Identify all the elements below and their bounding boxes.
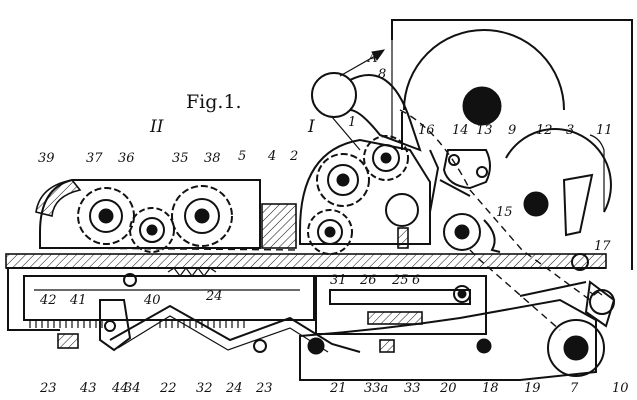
label-24-bottom: 24 [225, 381, 243, 396]
label-33: 33 [404, 381, 421, 396]
label-7: 7 [570, 381, 579, 396]
label-4: 4 [267, 149, 276, 164]
label-12: 12 [536, 123, 553, 138]
label-22: 22 [159, 381, 177, 396]
label-36: 36 [118, 151, 135, 166]
label-37: 37 [86, 151, 103, 166]
rack-teeth [29, 320, 245, 328]
arrow-label: A [367, 51, 377, 66]
label-43: 43 [79, 381, 97, 396]
slide-bar-24 [23, 267, 315, 328]
label-26: 26 [359, 273, 377, 288]
label-20: 20 [439, 381, 457, 396]
label-2: 2 [289, 149, 298, 164]
label-6: 6 [412, 273, 420, 288]
roller-15 [443, 213, 501, 253]
label-34: 34 [124, 381, 141, 396]
label-11: 11 [596, 123, 613, 138]
counter-block [315, 275, 487, 335]
lever-13-14 [429, 149, 491, 213]
label-3: 3 [566, 123, 574, 138]
label-44: 44 [111, 381, 129, 396]
cam-disc-12 [505, 128, 612, 237]
label-9: 9 [508, 123, 516, 138]
label-31: 31 [330, 273, 347, 288]
housing-frame [391, 19, 633, 270]
label-23-right: 23 [255, 381, 273, 396]
label-18: 18 [482, 381, 499, 396]
arm-20-roller-7 [299, 253, 616, 381]
figure-title: Fig.1. [186, 91, 242, 113]
linkage-21-22 [109, 304, 395, 355]
part-labels: 1 2 3 4 5 6 7 8 9 10 11 12 13 14 15 16 1… [38, 67, 629, 396]
label-15: 15 [496, 205, 513, 220]
direction-arrow [339, 49, 386, 77]
label-8: 8 [378, 67, 386, 82]
label-41: 41 [69, 293, 87, 308]
roller-8-lever [311, 72, 422, 152]
base-plate [5, 253, 607, 331]
label-24-top: 24 [205, 289, 223, 304]
label-5: 5 [238, 149, 246, 164]
label-35: 35 [172, 151, 189, 166]
label-21: 21 [329, 381, 347, 396]
label-13: 13 [476, 123, 493, 138]
label-10: 10 [612, 381, 629, 396]
label-16: 16 [418, 123, 435, 138]
label-17: 17 [594, 239, 611, 254]
label-38: 38 [204, 151, 221, 166]
drum-3 [401, 29, 565, 150]
label-25: 25 [391, 273, 409, 288]
label-42: 42 [39, 293, 57, 308]
pawl-41-44 [57, 273, 137, 352]
label-33a: 33a [364, 381, 388, 396]
gear-train-II [35, 179, 297, 253]
label-14: 14 [452, 123, 469, 138]
assembly-I-label: I [307, 117, 315, 137]
assembly-II-label: II [149, 117, 164, 137]
label-23-left: 23 [39, 381, 57, 396]
gear-train-I [299, 135, 431, 255]
label-39: 39 [38, 151, 55, 166]
label-40: 40 [143, 293, 161, 308]
label-32: 32 [196, 381, 213, 396]
label-19: 19 [524, 381, 541, 396]
label-1: 1 [348, 115, 356, 130]
